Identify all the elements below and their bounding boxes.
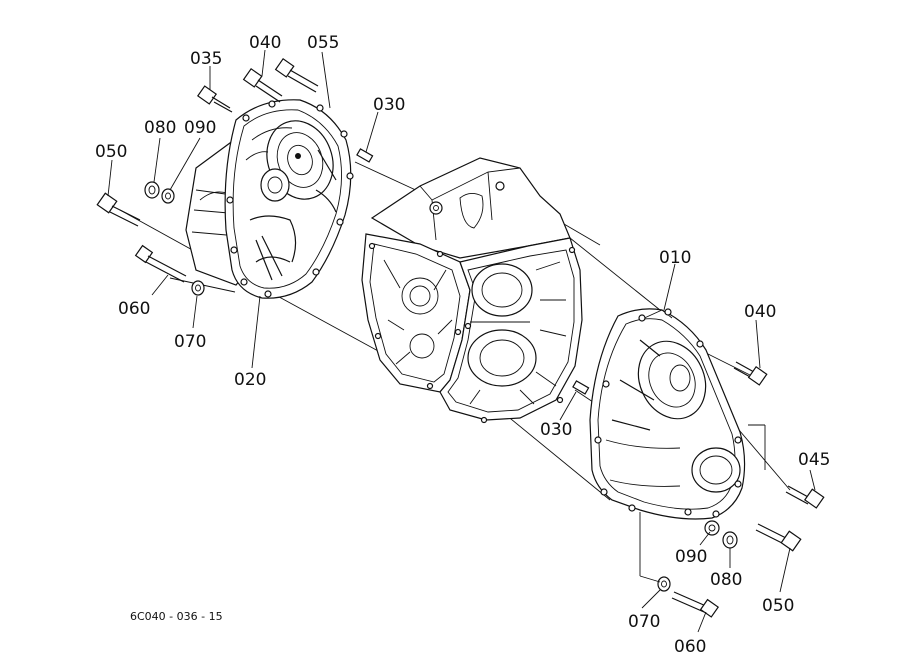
callout-050-left: 050: [95, 142, 127, 162]
callout-070-right: 070: [628, 612, 660, 632]
callout-035: 035: [190, 49, 222, 69]
bolt-050-right: [755, 523, 802, 552]
callout-090-left: 090: [184, 118, 216, 138]
callout-030-left: 030: [373, 95, 405, 115]
bolt-035: [196, 85, 233, 113]
callout-leaders: [107, 49, 816, 633]
dowel-pin-030-right: [572, 380, 590, 395]
center-transmission-case: [361, 157, 583, 424]
callout-labels: 035 040 055 030 080 090 050 060 070 020 …: [95, 33, 830, 657]
callout-030-right: 030: [540, 420, 572, 440]
bolt-050-left: [96, 192, 141, 227]
callout-070-left: 070: [174, 332, 206, 352]
left-cover-020: [185, 99, 354, 299]
bolt-040-right: [733, 361, 768, 386]
plug-080-left: [144, 181, 160, 199]
callout-055: 055: [307, 33, 339, 53]
washer-090-left: [161, 188, 175, 204]
washer-090-right: [704, 520, 720, 536]
stud-060-left: [134, 244, 187, 283]
callout-050-right: 050: [762, 596, 794, 616]
nut-070-left: [191, 280, 205, 296]
callout-060-right: 060: [674, 637, 706, 657]
callout-060-left: 060: [118, 299, 150, 319]
dowel-pin-030-left: [356, 148, 374, 163]
callout-020: 020: [234, 370, 266, 390]
bolt-055: [274, 57, 319, 93]
stud-060-right: [671, 591, 720, 618]
nut-070-right: [657, 576, 671, 592]
right-cover-010: [589, 308, 746, 520]
callout-080-right: 080: [710, 570, 742, 590]
fasteners: [96, 57, 825, 618]
callout-040-left: 040: [249, 33, 281, 53]
bolt-040-left: [242, 67, 283, 103]
bolt-045: [785, 485, 825, 509]
plug-080-right: [722, 531, 738, 549]
callout-080-left: 080: [144, 118, 176, 138]
callout-090-right: 090: [675, 547, 707, 567]
callout-040-right: 040: [744, 302, 776, 322]
drawing-code: 6C040 - 036 - 15: [130, 610, 223, 623]
callout-010: 010: [659, 248, 691, 268]
callout-045: 045: [798, 450, 830, 470]
